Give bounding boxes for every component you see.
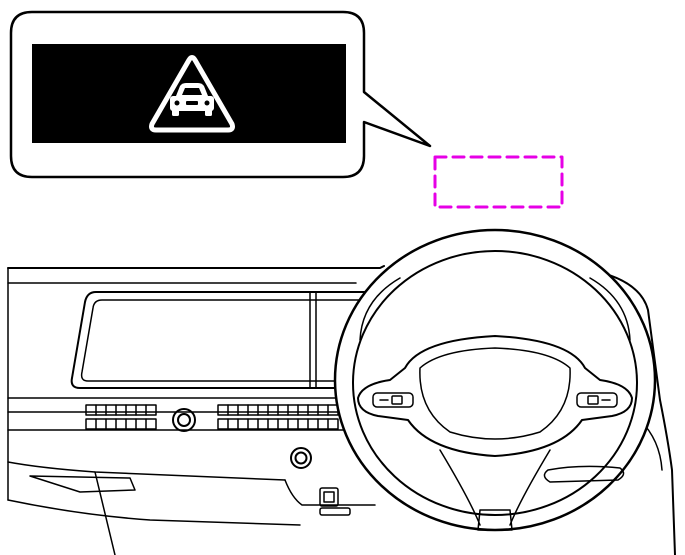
steering-lower-spoke <box>477 509 513 531</box>
steering-switch-left <box>372 392 414 408</box>
display-divider <box>309 292 317 388</box>
wiper-lever <box>543 465 625 483</box>
steering-wheel <box>333 228 676 555</box>
car-window-icon <box>174 88 210 106</box>
hud-projection-area-highlight <box>433 155 564 209</box>
air-vent-right <box>217 404 339 430</box>
lower-switch-panel <box>319 487 351 516</box>
air-vent-left <box>85 404 157 430</box>
control-knob <box>290 447 312 469</box>
steering-wheel-hub <box>357 335 633 457</box>
warning-triangle-icon <box>149 55 235 133</box>
steering-wheel-rim-inner <box>352 250 638 516</box>
hazard-switch-knob <box>172 408 196 432</box>
steering-switch-right <box>576 392 618 408</box>
instrument-cowl <box>589 269 676 555</box>
callout-bubble <box>9 10 432 179</box>
vehicle-ahead-warning-icon <box>149 55 235 133</box>
dashboard-top-edge <box>7 265 385 269</box>
